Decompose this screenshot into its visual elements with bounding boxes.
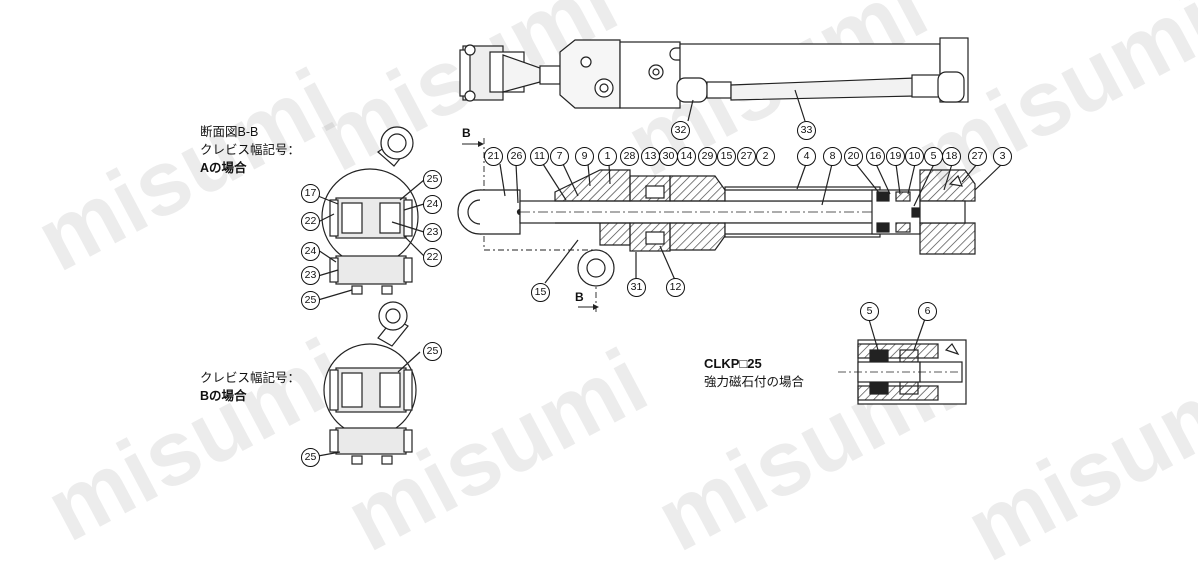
callout-section-a: 25 [423, 170, 442, 189]
callout-main-row: 30 [659, 147, 678, 166]
clevis-label-b: クレビス幅記号： [200, 371, 301, 385]
section-title: 断面図B-B [200, 125, 259, 139]
top-view [459, 37, 969, 122]
callout-section-a: 24 [301, 242, 320, 261]
callout-main-bottom: 15 [531, 283, 550, 302]
callout-main-row: 21 [484, 147, 503, 166]
callout-main-row: 8 [823, 147, 842, 166]
callout-detail: 6 [918, 302, 937, 321]
callout-main-row: 16 [866, 147, 885, 166]
clevis-label-a: クレビス幅記号： [200, 143, 301, 157]
callout-main-row: 18 [942, 147, 961, 166]
callout-main-row: 28 [620, 147, 639, 166]
callout-section-a: 22 [423, 248, 442, 267]
section-mark-b-top: B [462, 126, 471, 140]
callout-section-b: 25 [423, 342, 442, 361]
callout-top-view: 33 [797, 121, 816, 140]
callout-main-bottom: 12 [666, 278, 685, 297]
callout-main-row: 2 [756, 147, 775, 166]
callout-main-row: 27 [968, 147, 987, 166]
section-mark-b-bottom: B [575, 290, 584, 304]
callout-main-row: 5 [924, 147, 943, 166]
callout-main-row: 11 [530, 147, 549, 166]
callout-main-row: 14 [677, 147, 696, 166]
callout-main-row: 15 [717, 147, 736, 166]
callout-section-a: 23 [423, 223, 442, 242]
callout-main-row: 13 [641, 147, 660, 166]
callout-main-row: 20 [844, 147, 863, 166]
section-b-view [317, 301, 421, 465]
type-a-label: Aの場合 [200, 161, 247, 175]
detail-view [838, 315, 967, 405]
main-section [457, 138, 1003, 312]
detail-caption: 強力磁石付の場合 [704, 375, 805, 389]
callout-section-a: 23 [301, 266, 320, 285]
callout-main-row: 1 [598, 147, 617, 166]
callout-main-row: 3 [993, 147, 1012, 166]
callout-main-row: 10 [905, 147, 924, 166]
callout-section-b: 25 [301, 448, 320, 467]
callout-detail: 5 [860, 302, 879, 321]
callout-section-a: 24 [423, 195, 442, 214]
callout-main-row: 26 [507, 147, 526, 166]
callout-main-row: 19 [886, 147, 905, 166]
callout-top-view: 32 [671, 121, 690, 140]
callout-section-a: 22 [301, 212, 320, 231]
drawing-canvas: misumi misumi misumi misumi misumi misum… [20, 0, 1198, 581]
callout-main-row: 27 [737, 147, 756, 166]
callout-main-row: 4 [797, 147, 816, 166]
type-b-label: Bの場合 [200, 389, 247, 403]
callout-main-row: 7 [550, 147, 569, 166]
callout-main-row: 9 [575, 147, 594, 166]
callout-section-a: 25 [301, 291, 320, 310]
detail-model: CLKP□25 [704, 356, 762, 371]
callout-main-bottom: 31 [627, 278, 646, 297]
callout-section-a: 17 [301, 184, 320, 203]
cylinder-drawing [317, 37, 1003, 465]
section-a-view [317, 126, 425, 301]
callout-main-row: 29 [698, 147, 717, 166]
